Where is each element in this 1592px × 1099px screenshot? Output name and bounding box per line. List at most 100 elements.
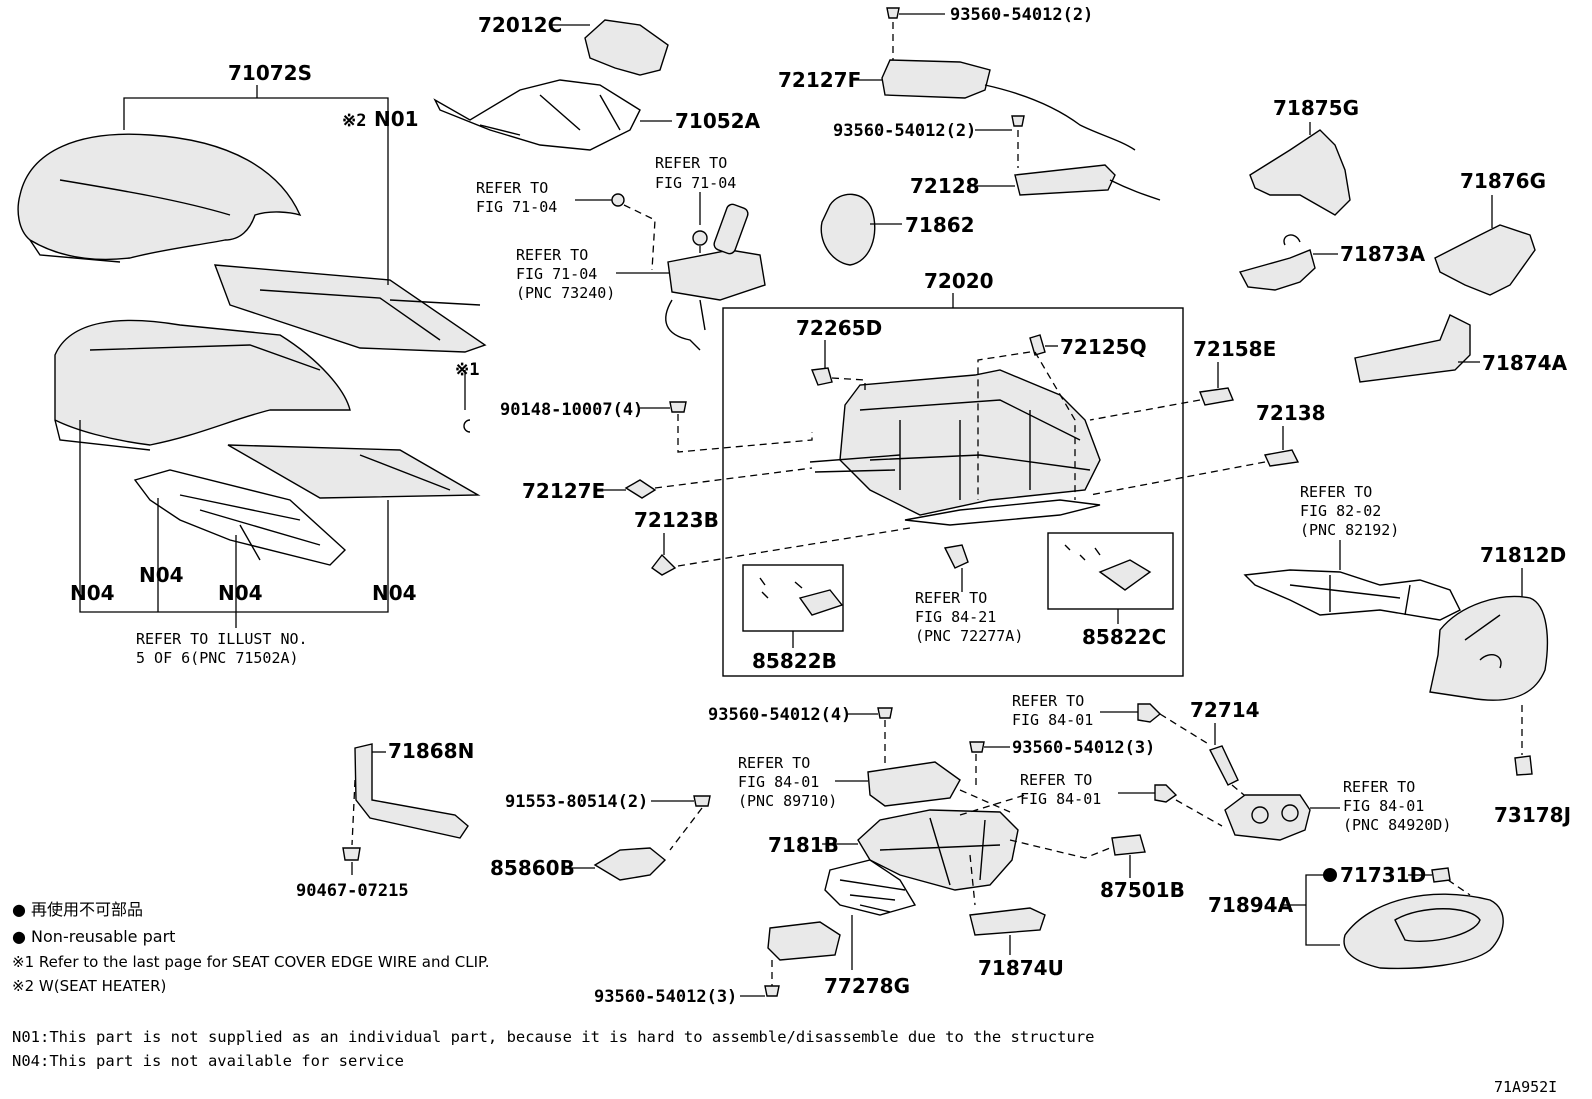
bracket-71072S [123, 85, 389, 285]
label-93560-54012-4: 93560-54012(4) [708, 705, 851, 725]
label-93560-54012-3-a: 93560-54012(3) [1012, 738, 1155, 758]
motor-73240-shape [667, 249, 766, 301]
label-71874A: 71874A [1482, 351, 1568, 375]
non-reusable-dot [1323, 868, 1337, 882]
ref-82192-line2: FIG 82-02 [1300, 502, 1381, 520]
adjuster-box [722, 307, 1184, 677]
label-N04-2: N04 [139, 563, 184, 587]
label-71862: 71862 [905, 213, 975, 237]
ref-71-04-a-line2: FIG 71-04 [476, 198, 557, 216]
legend-jp: ● 再使用不可部品 [12, 900, 143, 919]
label-93560-54012-3-b: 93560-54012(3) [594, 987, 737, 1007]
label-85822B: 85822B [752, 649, 837, 673]
ref-84-01-a-line2: FIG 84-01 [1012, 711, 1093, 729]
wire-harness-82192-shape [1243, 569, 1461, 621]
footer-n04: N04:This part is not available for servi… [12, 1052, 404, 1070]
part-71874U-shape [969, 907, 1046, 936]
harness-77278G-shape [824, 859, 917, 916]
label-71894A: 71894A [1208, 893, 1294, 917]
ecu-89710-shape [867, 761, 961, 807]
part-85860B-shape [593, 847, 667, 881]
label-71875G: 71875G [1273, 96, 1359, 120]
part-71862-shape [820, 193, 876, 266]
label-72020: 72020 [924, 269, 994, 293]
ref-71-04-a-line1: REFER TO [476, 179, 548, 197]
ref-84-01-b-line1: REFER TO [1020, 771, 1092, 789]
figure-code: 71A952I [1494, 1078, 1557, 1096]
part-71868N-shape [354, 743, 469, 839]
illust-ref-line2: 5 OF 6(PNC 71502A) [136, 649, 299, 667]
label-72128: 72128 [910, 174, 980, 198]
label-72714: 72714 [1190, 698, 1260, 722]
part-72127F-shape [881, 59, 991, 99]
ref-84-21-line2: FIG 84-21 [915, 608, 996, 626]
ref-89710-line3: (PNC 89710) [738, 792, 837, 810]
illust-ref-line1: REFER TO ILLUST NO. [136, 630, 308, 648]
label-N04-4: N04 [372, 581, 417, 605]
label-90148-10007: 90148-10007(4) [500, 400, 643, 420]
part-72012C-shape [584, 19, 669, 76]
label-71876G: 71876G [1460, 169, 1546, 193]
ref-89710-line2: FIG 84-01 [738, 773, 819, 791]
part-72138-shape [1263, 449, 1300, 467]
label-71052A: 71052A [675, 109, 761, 133]
ref-73240-line1: REFER TO [516, 246, 588, 264]
label-93560-54012-2-a: 93560-54012(2) [950, 5, 1093, 25]
ref-71-04-b-line2: FIG 71-04 [655, 174, 736, 192]
label-72125Q: 72125Q [1060, 335, 1147, 359]
ref-73240-line3: (PNC 73240) [516, 284, 615, 302]
part-71875G-shape [1249, 129, 1351, 216]
ref-84-21-line1: REFER TO [915, 589, 987, 607]
ref-82192-line1: REFER TO [1300, 483, 1372, 501]
ref-73240-line2: FIG 71-04 [516, 265, 597, 283]
label-87501B: 87501B [1100, 878, 1185, 902]
label-72127F: 72127F [778, 68, 861, 92]
label-90467-07215: 90467-07215 [296, 881, 409, 901]
legend-note-1: ※1 Refer to the last page for SEAT COVER… [12, 953, 489, 971]
part-87501B-shape [1111, 834, 1146, 856]
label-71873A: 71873A [1340, 242, 1426, 266]
part-71812D-shape [1429, 595, 1549, 701]
nut-2-shape [692, 230, 708, 246]
ecu-77278G-shape [767, 921, 841, 961]
part-7181B-shape [857, 809, 1019, 891]
label-71868N: 71868N [388, 739, 474, 763]
label-N01: N01 [374, 107, 419, 131]
part-71873A-shape [1238, 249, 1316, 291]
seat-cover-shape [17, 133, 302, 261]
label-72158E: 72158E [1193, 337, 1276, 361]
part-72158E-shape [1199, 387, 1234, 406]
legend-note-2: ※2 W(SEAT HEATER) [12, 977, 166, 995]
label-71874U: 71874U [978, 956, 1064, 980]
ref-84-21-line3: (PNC 72277A) [915, 627, 1023, 645]
ref-89710-line1: REFER TO [738, 754, 810, 772]
label-77278G: 77278G [824, 974, 910, 998]
label-71812D: 71812D [1480, 543, 1566, 567]
seat-cushion-group [17, 133, 487, 566]
seat-adjuster-shape [839, 369, 1101, 516]
legend-en: ● Non-reusable part [12, 927, 175, 946]
ref-84-01-a-line1: REFER TO [1012, 692, 1084, 710]
label-71072S: 71072S [228, 61, 312, 85]
label-85860B: 85860B [490, 856, 575, 880]
part-71876G-shape [1434, 224, 1536, 296]
part-71052A-shape [433, 79, 641, 151]
label-72127E: 72127E [522, 479, 605, 503]
footer-n01: N01:This part is not supplied as an indi… [12, 1028, 1095, 1046]
ref-84920D-line2: FIG 84-01 [1343, 797, 1424, 815]
seat-frame-shape [133, 469, 347, 566]
label-72265D: 72265D [796, 316, 882, 340]
ref-71-04-b-line1: REFER TO [655, 154, 727, 172]
part-72123B-shape [650, 553, 677, 576]
part-72127E-shape [624, 479, 657, 499]
ref-82192-line3: (PNC 82192) [1300, 521, 1399, 539]
label-72012C: 72012C [478, 13, 562, 37]
part-72128-shape [1014, 164, 1116, 196]
label-7181B: 7181B [768, 833, 839, 857]
part-71874A-shape [1354, 314, 1471, 383]
label-N04-3: N04 [218, 581, 263, 605]
part-72714-shape [1209, 745, 1239, 786]
ref-84920D-line1: REFER TO [1343, 778, 1415, 796]
label-91553-80514: 91553-80514(2) [505, 792, 648, 812]
